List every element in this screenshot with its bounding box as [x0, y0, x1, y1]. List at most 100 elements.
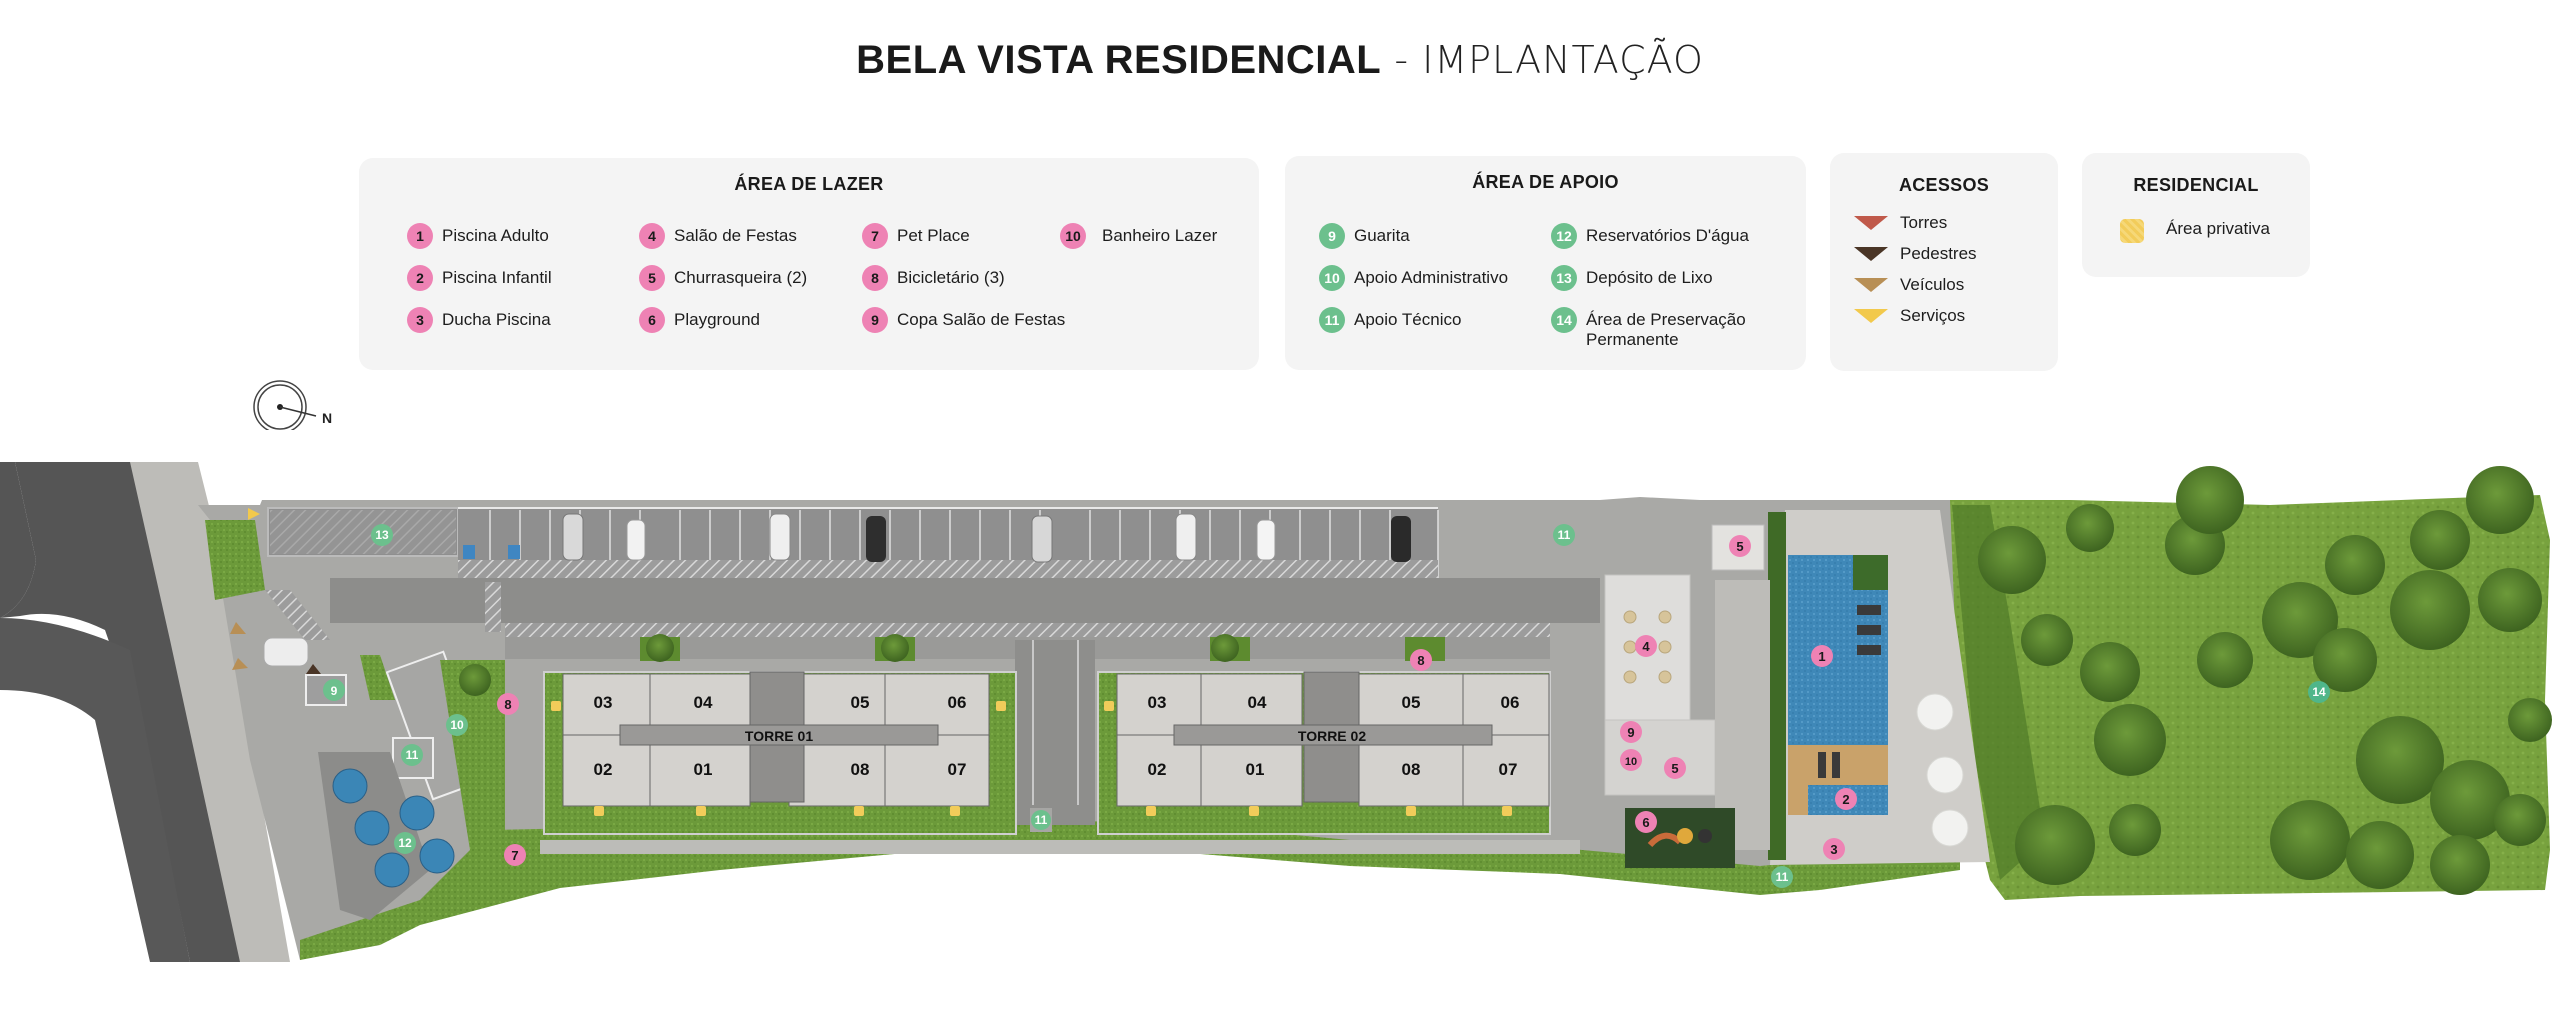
svg-text:N: N: [322, 410, 332, 426]
svg-text:01: 01: [694, 760, 713, 779]
map-marker-apoio-9: 9: [323, 679, 345, 701]
salao-de-festas-building: [1604, 524, 1770, 868]
access-pedestres-icon: [306, 664, 321, 674]
marker-badge-icon: 8: [862, 265, 888, 291]
legend-item-access-torres: Torres: [1854, 213, 1947, 233]
svg-text:9: 9: [331, 684, 338, 698]
marker-badge-icon: 11: [1319, 307, 1345, 333]
legend-item-area-privativa: Área privativa: [2120, 219, 2270, 243]
map-marker-lazer-8a: 8: [497, 693, 519, 715]
marker-badge-icon: 1: [407, 223, 433, 249]
svg-text:08: 08: [851, 760, 870, 779]
svg-text:07: 07: [1499, 760, 1518, 779]
legend-item-access-pedestres: Pedestres: [1854, 244, 1977, 264]
svg-text:TORRE 02: TORRE 02: [1298, 728, 1366, 744]
map-marker-lazer-10: 10: [1620, 749, 1642, 771]
legend-item-access-veiculos: Veículos: [1854, 275, 1964, 295]
svg-text:10: 10: [450, 718, 464, 732]
svg-text:8: 8: [504, 697, 511, 712]
map-marker-apoio-14: 14: [2308, 681, 2330, 703]
marker-badge-icon: 6: [639, 307, 665, 333]
legend-heading-residencial: RESIDENCIAL: [2133, 175, 2259, 195]
svg-text:01: 01: [1246, 760, 1265, 779]
svg-text:5: 5: [1671, 761, 1678, 776]
svg-text:05: 05: [1402, 693, 1421, 712]
svg-text:03: 03: [1148, 693, 1167, 712]
access-veiculos-icon: [232, 658, 248, 670]
svg-text:06: 06: [948, 693, 967, 712]
svg-text:5: 5: [1736, 539, 1743, 554]
map-marker-apoio-10: 10: [446, 714, 468, 736]
accessible-parking-icon: [463, 545, 475, 559]
svg-text:04: 04: [694, 693, 713, 712]
svg-text:11: 11: [1558, 528, 1571, 542]
site-plan-map: 03 04 05 06 02 01 08 07 TORRE 01 03 04 0…: [0, 462, 2552, 962]
map-marker-lazer-2: 2: [1835, 788, 1857, 810]
marker-badge-icon: 10: [1319, 265, 1345, 291]
hedge: [1768, 512, 1786, 860]
title-subtitle: - IMPLANTAÇÃO: [1381, 38, 1704, 82]
map-marker-lazer-4: 4: [1635, 635, 1657, 657]
access-veiculos-triangle-icon: [1854, 278, 1888, 292]
marker-badge-icon: 7: [862, 223, 888, 249]
svg-text:03: 03: [594, 693, 613, 712]
svg-text:06: 06: [1501, 693, 1520, 712]
svg-text:08: 08: [1402, 760, 1421, 779]
marker-badge-icon: 4: [639, 223, 665, 249]
svg-text:02: 02: [594, 760, 613, 779]
map-marker-lazer-5a: 5: [1729, 535, 1751, 557]
street: [0, 462, 290, 962]
map-marker-apoio-11b: 11: [1030, 808, 1052, 832]
marker-badge-icon: 9: [862, 307, 888, 333]
svg-text:8: 8: [1417, 653, 1424, 668]
marker-badge-icon: 12: [1551, 223, 1577, 249]
svg-text:05: 05: [851, 693, 870, 712]
legend-heading-acessos: ACESSOS: [1898, 175, 1990, 195]
access-servicos-triangle-icon: [1854, 309, 1888, 323]
support-buildings: [205, 520, 505, 920]
access-pedestres-triangle-icon: [1854, 247, 1888, 261]
map-marker-lazer-1: 1: [1811, 645, 1833, 667]
map-marker-lazer-8b: 8: [1410, 649, 1432, 671]
access-torres-triangle-icon: [1854, 216, 1888, 230]
map-markers-apoio: 9 10 11 11 11 11 12 13 14: [323, 524, 2330, 888]
svg-text:TORRE 01: TORRE 01: [745, 728, 813, 744]
map-marker-lazer-3: 3: [1823, 838, 1845, 860]
map-marker-lazer-9: 9: [1620, 721, 1642, 743]
svg-text:9: 9: [1627, 725, 1634, 740]
svg-text:13: 13: [375, 528, 389, 542]
svg-text:7: 7: [511, 848, 518, 863]
legend-item-access-servicos: Serviços: [1854, 306, 1965, 326]
tower-01: 03 04 05 06 02 01 08 07 TORRE 01: [543, 671, 1017, 835]
map-marker-apoio-12: 12: [394, 832, 416, 854]
legend-panel-residencial: RESIDENCIAL Área privativa: [2082, 153, 2310, 277]
area-privativa-swatch-icon: [2120, 219, 2144, 243]
legend-heading-apoio: ÁREA DE APOIO: [1472, 172, 1619, 192]
svg-text:14: 14: [2312, 685, 2326, 699]
compass-icon: N: [253, 380, 332, 434]
svg-text:11: 11: [1776, 870, 1789, 884]
legend-panel-acessos: ACESSOS Torres Pedestres Veículos Serviç…: [1830, 153, 2058, 371]
svg-text:04: 04: [1248, 693, 1267, 712]
title-project-name: BELA VISTA RESIDENCIAL: [856, 38, 1382, 82]
svg-text:1: 1: [1818, 649, 1825, 664]
accessible-parking-icon: [508, 545, 520, 559]
legend-heading-lazer: ÁREA DE LAZER: [734, 174, 884, 194]
map-markers-lazer: 1 2 3 4 5 5 6 7 8 8 9 10: [497, 535, 1857, 866]
map-marker-lazer-5b: 5: [1664, 757, 1686, 779]
marker-badge-icon: 14: [1551, 307, 1577, 333]
